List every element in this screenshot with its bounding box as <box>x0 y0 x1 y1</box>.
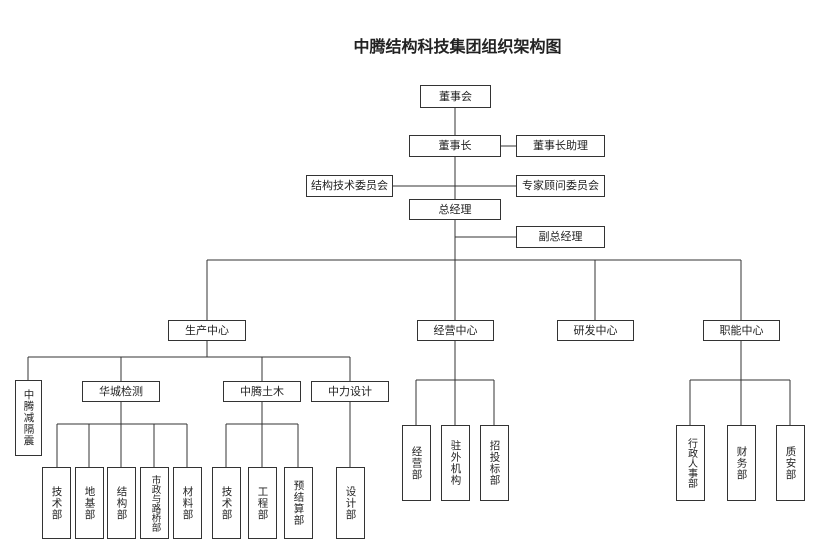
node-expert-committee: 专家顾问委员会 <box>516 175 605 197</box>
node-hc-municipal: 市政与路桥部 <box>140 467 169 539</box>
node-biz-business: 经营部 <box>402 425 431 501</box>
node-deputy-gm: 副总经理 <box>516 226 605 248</box>
node-business-center: 经营中心 <box>417 320 494 341</box>
node-biz-bidding: 招投标部 <box>480 425 509 501</box>
chart-title: 中腾结构科技集团组织架构图 <box>353 37 562 56</box>
node-civ-budget: 预结算部 <box>284 467 313 539</box>
node-fn-quality-safety: 质安部 <box>776 425 805 501</box>
node-chairman: 董事长 <box>409 135 501 157</box>
node-hc-tech: 技术部 <box>42 467 71 539</box>
node-hc-foundation: 地基部 <box>75 467 104 539</box>
node-chairman-assistant: 董事长助理 <box>516 135 605 157</box>
node-huacheng-testing: 华城检测 <box>82 381 160 402</box>
node-zhongteng-damping: 中腾减隔震 <box>15 380 42 456</box>
node-civ-tech: 技术部 <box>212 467 241 539</box>
node-rnd-center: 研发中心 <box>557 320 634 341</box>
node-zl-design: 设计部 <box>336 467 365 539</box>
node-board: 董事会 <box>420 85 491 108</box>
node-fn-finance: 财务部 <box>727 425 756 501</box>
node-production-center: 生产中心 <box>168 320 246 341</box>
node-biz-offices: 驻外机构 <box>441 425 470 501</box>
node-hc-material: 材料部 <box>173 467 202 539</box>
node-zhongteng-civil: 中腾土木 <box>223 381 301 402</box>
node-zhongli-design: 中力设计 <box>311 381 389 402</box>
node-function-center: 职能中心 <box>703 320 780 341</box>
node-tech-committee: 结构技术委员会 <box>306 175 393 197</box>
node-hc-structure: 结构部 <box>107 467 136 539</box>
node-general-manager: 总经理 <box>409 199 501 220</box>
node-civ-engineering: 工程部 <box>248 467 277 539</box>
node-fn-admin-hr: 行政人事部 <box>676 425 705 501</box>
